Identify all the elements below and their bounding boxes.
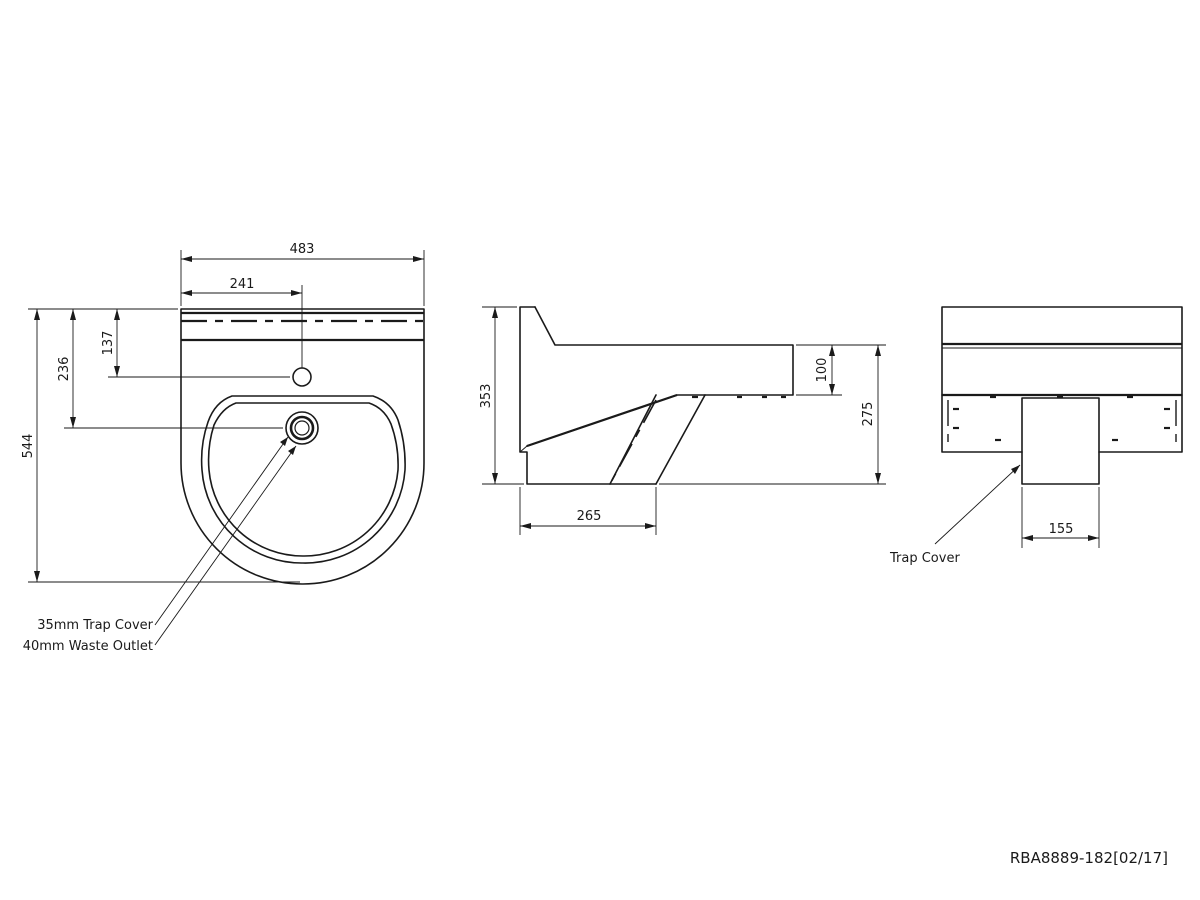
side-bowl-profile — [526, 306, 794, 447]
callout-35mm-trap-cover: 35mm Trap Cover — [37, 618, 153, 633]
callout-leaders — [154, 436, 297, 646]
dimension-137: 137 — [101, 309, 290, 378]
basin-front-outline — [180, 308, 425, 585]
basin-bowl-inner — [207, 402, 399, 557]
basin-bowl-outer — [200, 395, 406, 564]
callout-40mm-waste-outlet: 40mm Waste Outlet — [23, 639, 153, 654]
dimension-155: 155 — [1021, 487, 1100, 548]
dimension-155-label: 155 — [1049, 522, 1074, 537]
dimension-265-label: 265 — [577, 509, 602, 524]
dimension-236-label: 236 — [57, 357, 72, 382]
waste-outlet-inner — [294, 420, 310, 436]
tap-hole — [292, 367, 312, 387]
dimension-137-label: 137 — [101, 331, 116, 356]
dimension-544-label: 544 — [21, 434, 36, 459]
dimension-275: 275 — [659, 344, 886, 485]
side-view: 353 265 100 275 — [479, 306, 886, 535]
dimension-236: 236 — [57, 309, 283, 429]
dimension-265: 265 — [519, 487, 657, 535]
side-back-plate — [519, 306, 657, 485]
rear-basin-body — [941, 306, 1183, 396]
dimension-353-label: 353 — [479, 384, 494, 409]
dimension-100-label: 100 — [815, 358, 830, 383]
side-trap-cover — [609, 394, 706, 485]
rear-view: 155 Trap Cover — [889, 306, 1183, 566]
dimension-544: 544 — [21, 308, 300, 583]
rear-fixing-marks — [953, 395, 1170, 442]
dimension-353: 353 — [479, 306, 524, 485]
dimension-275-label: 275 — [861, 402, 876, 427]
front-view: 483 241 544 236 — [21, 242, 425, 654]
callout-trap-cover: Trap Cover — [889, 551, 960, 566]
dimension-241: 241 — [181, 277, 303, 368]
rear-trap-cover — [1021, 397, 1100, 485]
dimension-483: 483 — [180, 242, 425, 306]
dimension-241-label: 241 — [230, 277, 255, 292]
drawing-number: RBA8889-182[02/17] — [1010, 849, 1168, 867]
dimension-483-label: 483 — [290, 242, 315, 257]
rear-wall-bracket — [941, 394, 1183, 453]
dimension-100: 100 — [796, 344, 842, 396]
